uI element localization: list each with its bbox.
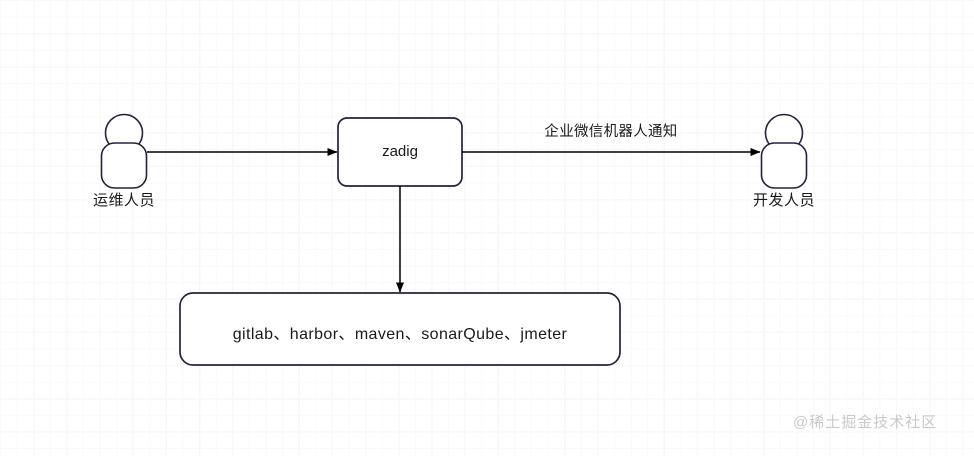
watermark: @稀土掘金技术社区 [793, 414, 938, 431]
tools-box-shape [179, 292, 621, 366]
ops-actor-person-icon [100, 113, 148, 189]
zadig-box-shape [337, 117, 463, 187]
dev-actor-person-icon [760, 113, 808, 189]
